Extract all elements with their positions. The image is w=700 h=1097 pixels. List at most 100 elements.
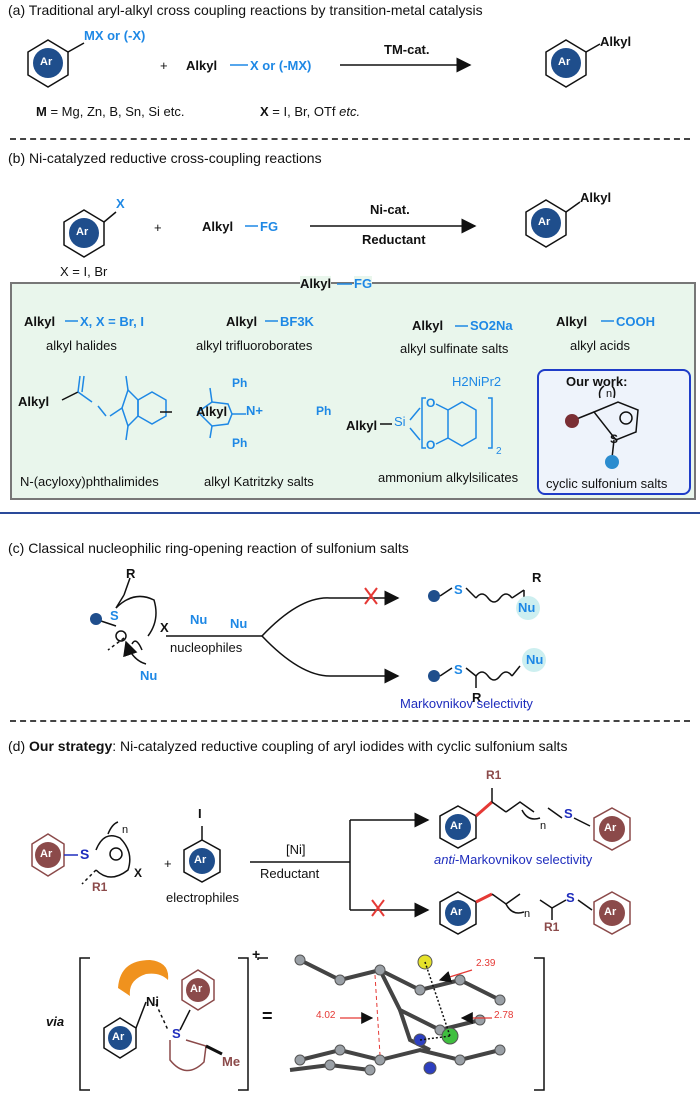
ar-label-b-product: Ar [538,216,551,228]
item-so2na-name: alkyl sulfinate salts [400,341,509,356]
divider-cd [10,720,690,722]
item-nhpi-alkyl: Alkyl [18,394,50,409]
m-def-label: M [36,104,47,119]
plus-b: + [154,220,162,235]
product-c-top [428,587,540,620]
item-katritzky-name: alkyl Katritzky salts [204,474,314,489]
c-nu-bottom: Nu [140,668,158,683]
ar-label-b-reactant: Ar [76,226,89,238]
arrow-b-top: Ni-cat. [370,202,410,217]
markovnikov-selectivity: Markovnikov selectivity [400,696,533,711]
c-nu-2: Nu [230,616,248,631]
ni-complex-structure [103,960,223,1072]
d-i-label: I [198,806,202,821]
c-nucleophiles: nucleophiles [170,640,243,655]
distance-4-02: 4.02 [316,1010,336,1021]
section-d-title-bold: Our strategy [29,738,113,754]
d-r1-bottom: R1 [544,920,560,934]
reagent2-alkyl-b: Alkyl [202,219,234,234]
d-arrow-bottom: Reductant [260,866,320,881]
aryl-ring-b-reactant [63,209,117,258]
x-def-value: = I, Br, OTf [272,104,336,119]
d-ar-top-right: Ar [604,822,617,834]
d-plus: + [164,856,172,871]
katritzky-ph-bottom: Ph [232,436,248,450]
cross-mark-d [371,899,385,917]
product-c-bottom [428,648,546,688]
via-label: via [46,1014,65,1029]
c-nu-1: Nu [190,612,208,627]
d-n-top: n [540,820,547,832]
via-s-label: S [172,1026,181,1041]
d-r1-label: R1 [92,880,108,894]
item-halide-alkyl: Alkyl [24,314,56,329]
c-top-s: S [454,582,463,597]
crystal-bracket-right [534,957,545,1091]
divider-ab [10,138,690,140]
section-d-title: (d) Our strategy: Ni-catalyzed reductive… [8,738,568,754]
c-r-label: R [126,566,136,581]
c-x-label: X [160,620,169,635]
our-work-name: cyclic sulfonium salts [546,476,668,491]
aryl-ring-a-product [545,39,601,88]
distance-2-39: 2.39 [476,958,496,969]
aryl-ring-a-reactant [27,39,85,88]
x-def-etc: etc. [339,104,361,119]
selectivity-prefix: anti [434,852,455,867]
x-def-label: X [260,104,269,119]
section-b-title: (b) Ni-catalyzed reductive cross-couplin… [8,150,322,166]
cross-mark-c [364,587,378,605]
d-ar-iodide: Ar [194,854,207,866]
d-arrow-top: [Ni] [286,842,306,857]
c-bottom-r: R [472,690,482,705]
c-s-label: S [110,608,119,623]
aryl-ring-b-product [525,199,581,248]
crystal-structure-image [289,954,506,1076]
section-d-title-rest: : Ni-catalyzed reductive coupling of ary… [112,738,568,754]
halide-group-text: X, X = Br, I [80,314,144,329]
item-so2na-alkyl: Alkyl [412,318,444,333]
silicate-sub2: 2 [496,446,502,457]
c-bottom-nu: Nu [526,652,544,667]
c-bottom-s: S [454,662,463,677]
item-cooh-name: alkyl acids [570,338,630,353]
via-ar-left: Ar [112,1031,125,1043]
x-def-b: X = I, Br [60,264,108,279]
reagent1-a: MX or (-X) [84,28,146,43]
distance-2-78: 2.78 [494,1010,514,1021]
via-me-label: Me [222,1054,241,1069]
reagent2-group-a: X or (-MX) [250,58,312,73]
via-bracket-right [238,957,249,1091]
our-work-title: Our work: [566,374,628,389]
d-n-label: n [122,824,129,836]
sulfonium-d-structure [31,821,131,885]
d-x-label: X [134,866,143,880]
product-d-top [439,788,631,851]
d-s-label: S [80,846,90,862]
box-header-alkyl: Alkyl [300,276,332,291]
arrow-a-label: TM-cat. [384,42,430,57]
d-s-bottom: S [566,890,575,905]
item-silicate-name: ammonium alkylsilicates [378,470,519,485]
our-work-structure [565,385,639,469]
ar-label-a-product: Ar [558,56,571,68]
d-ar-bottom-right: Ar [604,906,617,918]
d-ar-top-left: Ar [450,820,463,832]
item-bf3k-alkyl: Alkyl [226,314,258,329]
reagent1-b: X [116,196,125,211]
item-cooh-alkyl: Alkyl [556,314,588,329]
reagent2-group-b: FG [260,219,279,234]
silicate-counter-ion: H2NiPr2 [452,374,502,389]
bracket-tick [257,957,268,960]
item-bf3k-name: alkyl trifluoroborates [196,338,313,353]
katritzky-ph-right: Ph [316,404,332,418]
product-alkyl-a: Alkyl [600,34,632,49]
item-silicate-alkyl: Alkyl [346,418,378,433]
our-work-s: S [610,432,619,446]
plus-a: + [160,58,168,73]
via-equals: = [262,1006,273,1026]
arrow-c-top [261,590,400,637]
product-alkyl-b: Alkyl [580,190,612,205]
m-def-value: = Mg, Zn, B, Sn, Si etc. [50,104,185,119]
